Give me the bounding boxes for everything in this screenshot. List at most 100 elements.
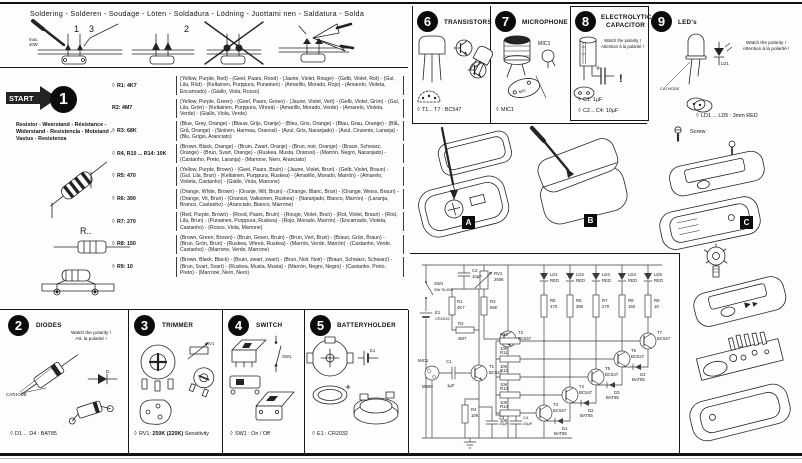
schematic-label: T3 <box>553 402 559 407</box>
schematic-label: R3 <box>490 299 496 304</box>
circuit-schematic: SW1 SW SLIDE E1 CR2032 C2 10µF RV1 250K … <box>418 264 671 449</box>
schematic-label: R8 <box>628 298 634 303</box>
schematic-label: 10K <box>500 400 508 405</box>
resistor-label: R7: 270 <box>116 218 136 225</box>
schematic-label: R1 <box>457 299 463 304</box>
trimmer-symbol: RV1 <box>187 341 215 360</box>
section7-checklist: ◊MIC1 <box>496 107 514 113</box>
section9-title: LED's <box>678 19 697 26</box>
schematic-label: BC547 <box>518 336 532 341</box>
cathode-label: CATHODE <box>6 392 27 397</box>
section3-number: 3 <box>134 315 155 336</box>
color-code-text: (Brown, Green, Brown) - (Bruin, Groen, B… <box>176 234 404 254</box>
resistor-axial-illustration: R.. <box>53 226 131 254</box>
checkbox-icon: ◊ <box>578 108 581 114</box>
schematic-label: 390 <box>576 304 584 309</box>
trimmer-small-illustration <box>188 367 215 398</box>
switch-ref-label: SW1. <box>282 354 293 359</box>
section9-checklist: ◊LD1 ... LD5 : 3mm RED <box>696 113 758 119</box>
section2-number: 2 <box>8 315 29 336</box>
trimmer-illustration <box>140 344 176 392</box>
checkbox-icon: ◊ <box>417 107 420 113</box>
assembly-step-b-label: B <box>584 214 597 227</box>
schematic-label: 1µF <box>447 383 455 388</box>
checkbox-icon: ◊ <box>112 218 115 225</box>
schematic-label: 150 <box>628 304 636 309</box>
assembly-step-a-label: A <box>462 216 475 229</box>
section3-title: TRIMMER <box>162 322 194 329</box>
checkbox-icon: ◊ <box>578 97 581 103</box>
section5-checklist: ◊E1 : CR2032 <box>312 431 348 437</box>
schematic-label: T4 <box>579 384 585 389</box>
checkbox-icon: ◊ <box>496 107 499 113</box>
resistor-row: ◊R4, R10 ... R14: 10K(Brown, Black, Oran… <box>112 144 404 164</box>
top-rule <box>0 2 802 4</box>
color-code-text: (Red, Purple, Brown) - (Rood, Paars, Bru… <box>176 212 404 232</box>
microphone-symbol: MIC1 <box>538 41 556 69</box>
coin-cell-illustration <box>312 384 351 405</box>
switch-3d-illustration <box>255 391 295 421</box>
microphone-illustration <box>503 35 531 78</box>
checkbox-icon: ◊ <box>112 195 115 202</box>
resistor-label: R2: 4M7 <box>112 105 133 112</box>
soldering-step-1-illustration <box>31 19 123 65</box>
schematic-label: 10K <box>500 382 508 387</box>
color-code-text: (Blue, Grey, Orange) - (Blauw, Grijs, Or… <box>176 121 404 141</box>
color-code-text: (Brown, Black, Black) - (Bruin, zwart, z… <box>176 257 404 277</box>
schematic-label: 4K7 <box>457 305 465 310</box>
section4-title: SWITCH <box>256 322 283 329</box>
schematic-label: D4 <box>640 372 646 377</box>
led-ref-label: LD1 <box>721 61 729 66</box>
schematic-label: 10K <box>500 418 508 423</box>
color-code-text: (Yellow, Purple, Red) - (Geel, Paars, Ro… <box>176 76 404 96</box>
battery-symbol: E1 <box>357 348 379 366</box>
checkbox-icon: ◊ <box>10 431 13 437</box>
resistor-row: R2: 4M7(Yellow, Purple, Green) - (Geel, … <box>112 98 404 118</box>
schematic-label: R9 <box>654 298 660 303</box>
section2-checklist: ◊D1 ... D4 : BAT85 <box>10 431 57 437</box>
capacitor-footprint-illustration <box>573 86 595 100</box>
schematic-label: 10K <box>471 413 479 418</box>
schematic-label: 270 <box>602 304 610 309</box>
schematic-label: R5 <box>550 298 556 303</box>
schematic-label: 250K <box>494 277 504 282</box>
resistor-row: ◊R7: 270 (Red, Purple, Brown) - (Rood, Pa… <box>112 212 404 232</box>
section3-checklist: ◊RV1: 250K (220K) Sensitivity <box>134 431 210 437</box>
bottom-rule <box>0 453 802 456</box>
assembly-step-c-illustration <box>659 140 765 250</box>
resistor-row: ◊R8: 150(Brown, Green, Brown) - (Bruin, … <box>112 234 404 254</box>
screw-label: Screw <box>690 129 706 135</box>
to92-footprint-illustration <box>417 90 441 103</box>
polarity-note: Watch the polarity !Att. la polarité ! <box>71 330 111 342</box>
checkbox-icon: ◊ <box>230 431 233 437</box>
schematic-label: BC547 <box>657 336 671 341</box>
schematic-label: LD1 <box>550 272 558 277</box>
schematic-label: E1 <box>435 310 441 315</box>
capacitor-symbol: ! <box>591 65 623 85</box>
schematic-label: RED <box>654 278 663 283</box>
soldering-step-wrong-illustration <box>204 21 264 65</box>
color-code-text: (Yellow, Purple, Brown) - (Geel, Paars, … <box>176 166 404 186</box>
schematic-label: T6 <box>631 348 637 353</box>
schematic-label: BC547 <box>579 390 593 395</box>
schematic-label: D2 <box>588 408 594 413</box>
schematic-label: T2 <box>518 330 524 335</box>
section8-title-line1: ELECTROLYTIC <box>601 14 652 21</box>
section6-number: 6 <box>417 11 438 32</box>
step-number-1: 1 <box>74 24 80 34</box>
transistor-symbols <box>453 39 487 79</box>
checkbox-icon: ◊ <box>112 127 115 134</box>
diode-ref-label: D.. <box>106 369 112 374</box>
top-case <box>693 276 787 327</box>
resistor-on-board-illustration <box>41 269 115 296</box>
schematic-label: LD3 <box>602 272 610 277</box>
section8-checklist-2: ◊C2... C4: 10µF <box>578 108 619 114</box>
schematic-label: BAT85 <box>632 377 645 382</box>
brand-logo <box>744 302 758 309</box>
schematic-label: R14 <box>500 404 508 409</box>
mic-ref-label: MIC1 <box>538 41 551 47</box>
resistor-label: R6: 390 <box>116 195 136 202</box>
section8-box <box>570 6 649 121</box>
battery-ref-label: E1 <box>370 348 376 353</box>
schematic-label: 470 <box>550 304 558 309</box>
